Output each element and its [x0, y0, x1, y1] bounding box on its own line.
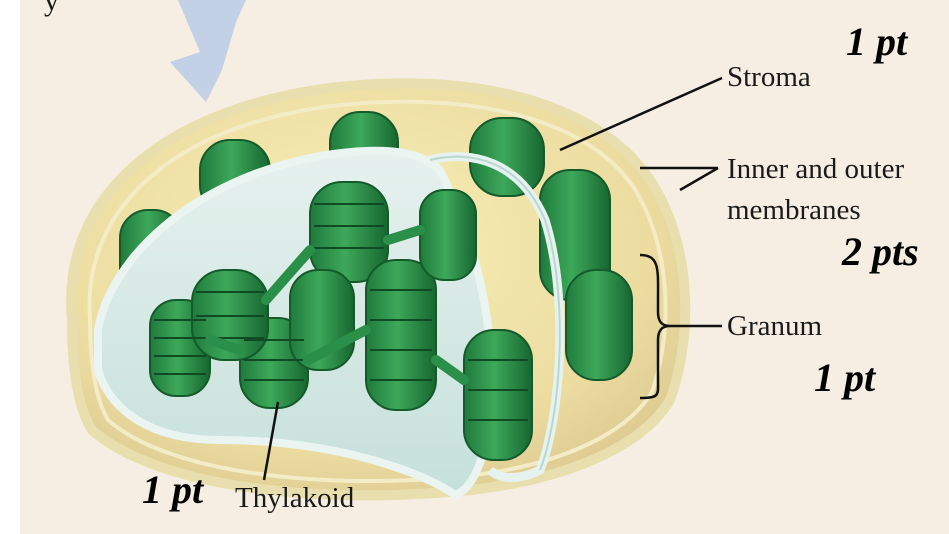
granum-points: 1 pt	[814, 358, 875, 398]
thylakoid-points: 1 pt	[142, 470, 203, 510]
left-margin	[0, 0, 20, 534]
thylakoid-label: Thylakoid	[235, 484, 354, 513]
stroma-label: Stroma	[727, 63, 811, 92]
membranes-label-line2: membranes	[727, 196, 861, 225]
membranes-points: 2 pts	[842, 232, 919, 272]
top-text-fragment: y	[44, 0, 59, 16]
stroma-points: 1 pt	[846, 22, 907, 62]
membranes-label-line1: Inner and outer	[727, 155, 904, 184]
granum-label: Granum	[727, 312, 822, 341]
